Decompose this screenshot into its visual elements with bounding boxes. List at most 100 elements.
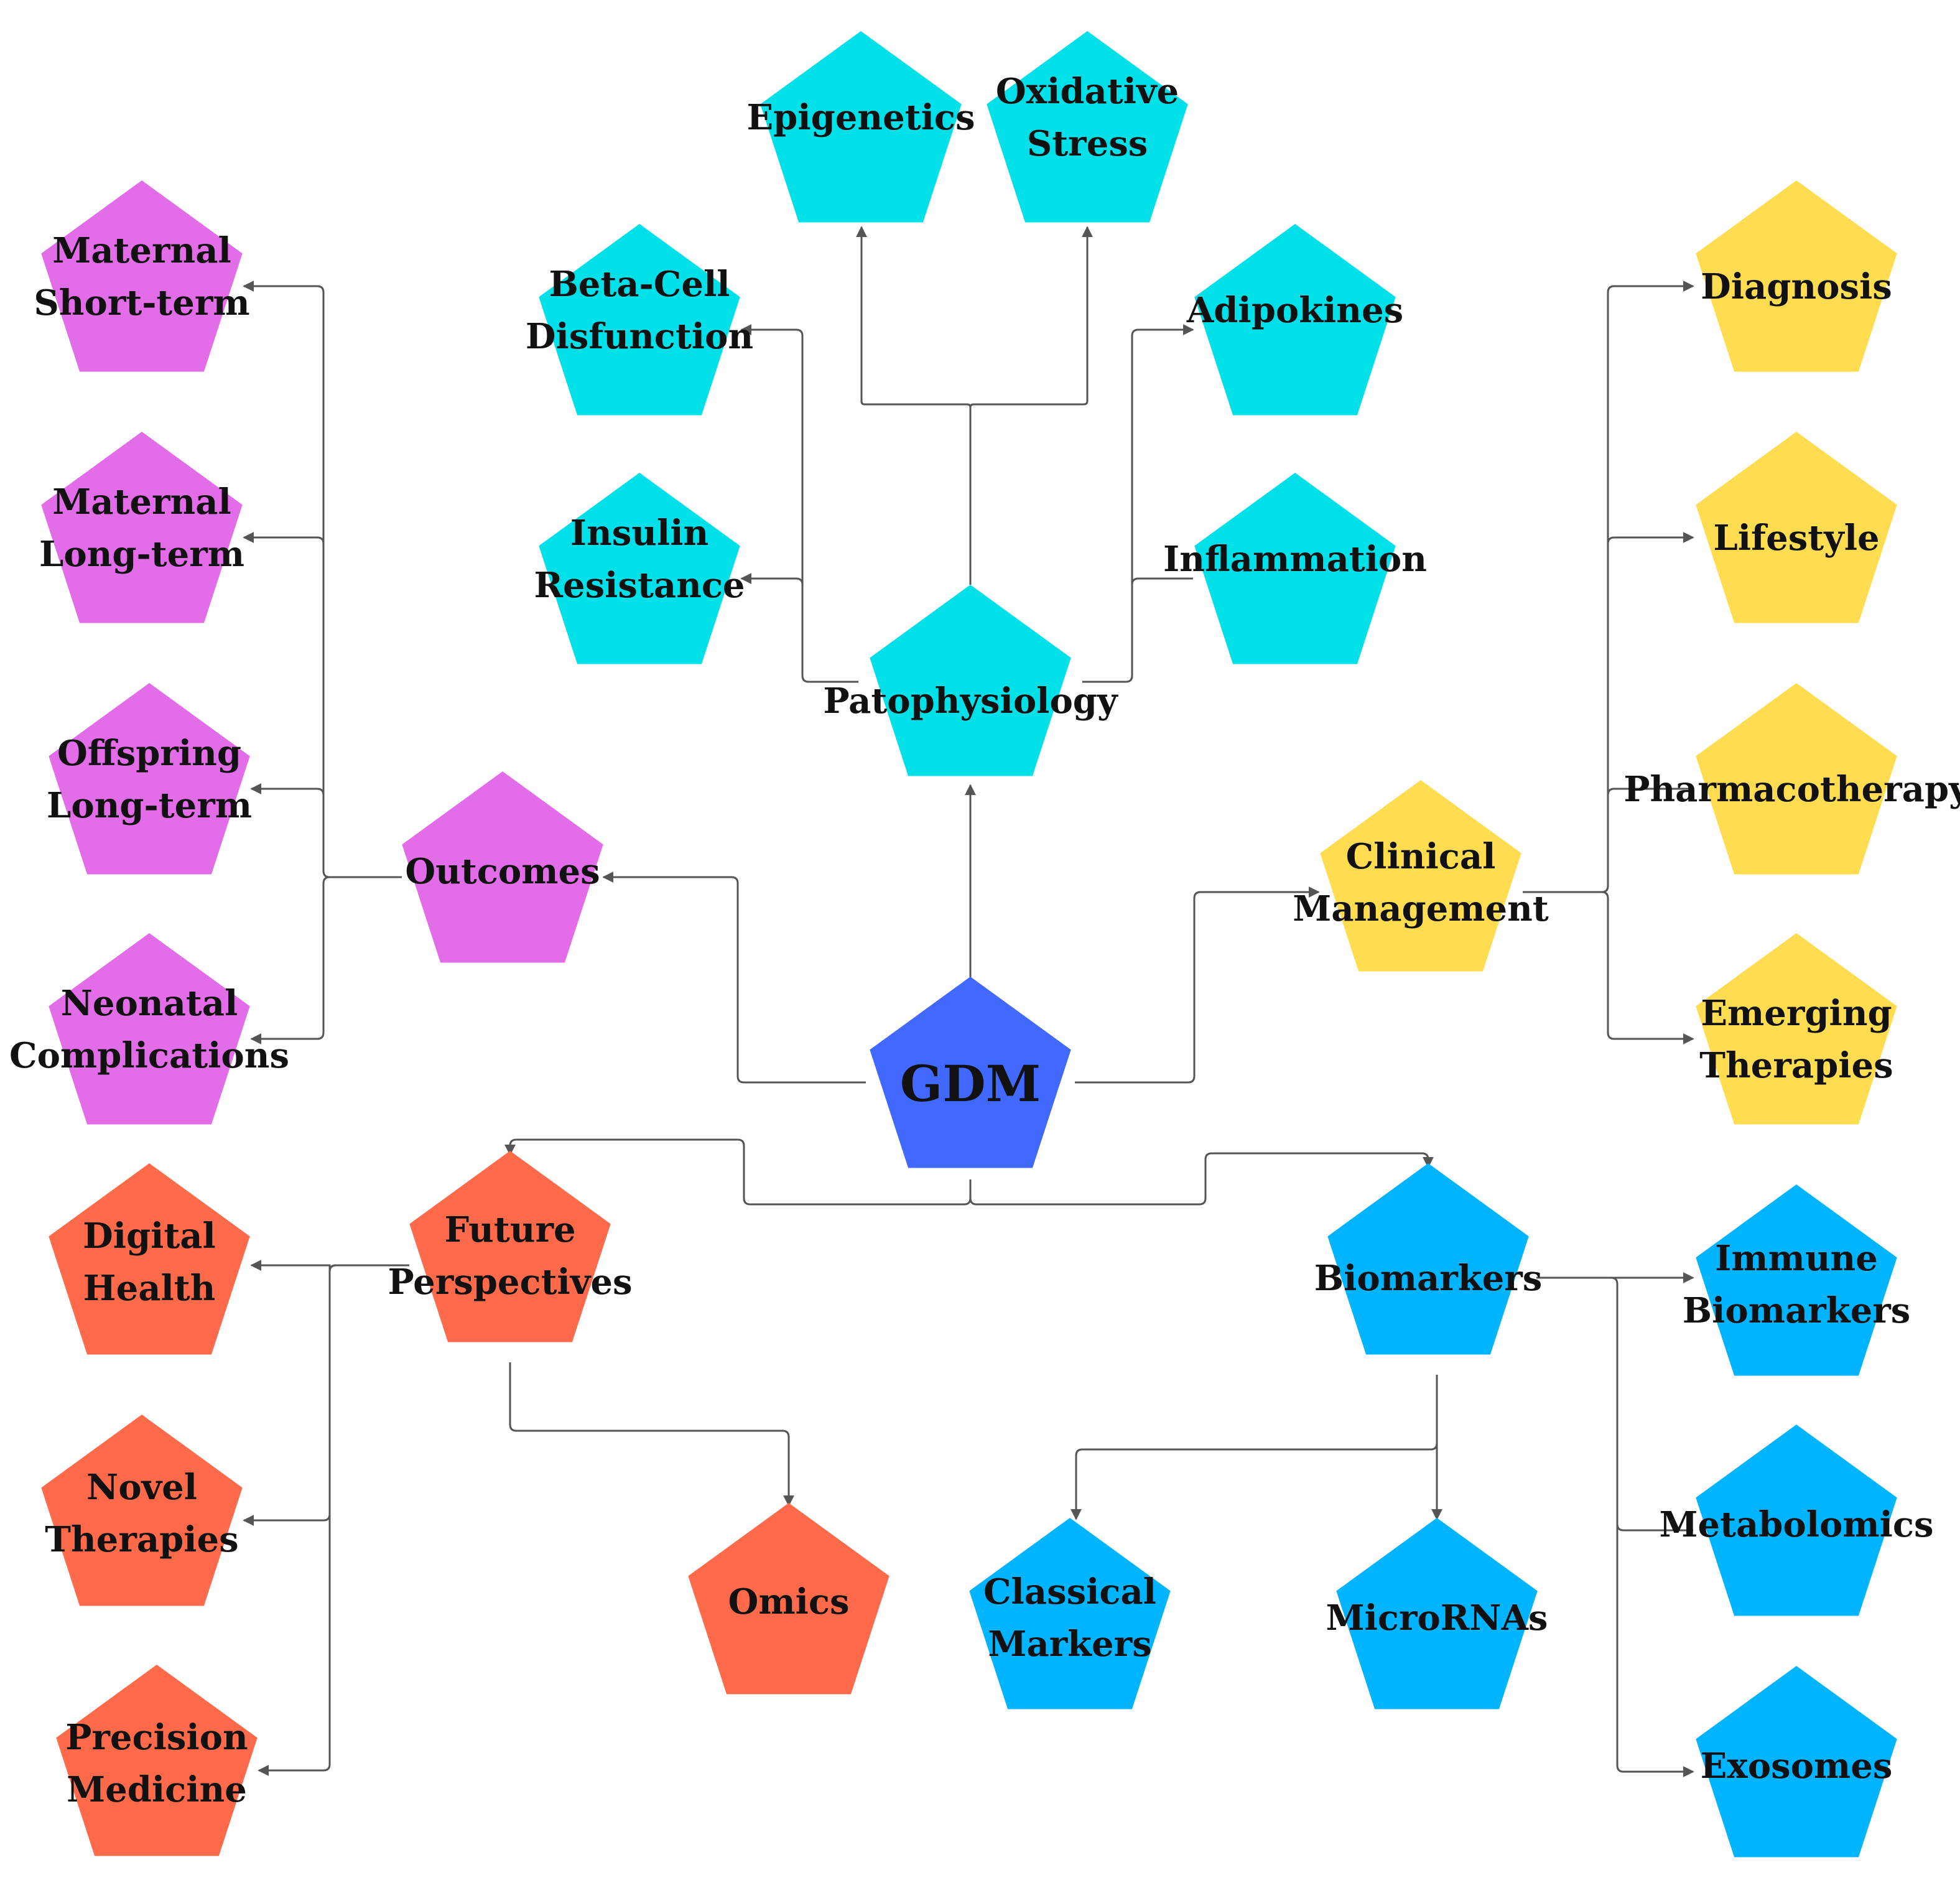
connector-clinical-emerging [1601,891,1694,1044]
connector-patho-epigenetics [856,226,972,585]
connector-clinical-pharmacotherapy [1607,788,1693,796]
classical-markers-pentagon [969,1518,1171,1709]
pharmacotherapy-pentagon [1696,683,1897,875]
connector-patho-inflammation [1131,577,1193,585]
connector-root-outcomes [602,872,866,1084]
offspring-long-term-pentagon [49,683,250,875]
omics-node: Omics [688,1503,889,1695]
pharmacotherapy-node: Pharmacotherapy [1623,683,1960,875]
outcomes-node: Outcomes [402,771,603,963]
neonatal-complications-pentagon [49,933,250,1125]
inflammation-node: Inflammation [1163,473,1427,664]
metabolomics-label: Metabolomics [1659,1504,1933,1545]
connector-patho-oxidative [969,226,1093,408]
connector-outcomes-maternal-long [243,532,325,544]
future-perspectives-pentagon [409,1151,611,1342]
diagnosis-pentagon [1696,180,1897,372]
adipokines-node: Adipokines [1186,224,1403,416]
connector-outcomes-offspring [250,783,325,796]
epigenetics-label: Epigenetics [746,97,975,138]
gdm-pentagon [870,977,1071,1168]
lifestyle-pentagon [1696,432,1897,623]
epigenetics-pentagon [760,31,962,223]
connector-root-clinical [1075,886,1320,1084]
adipokines-label: Adipokines [1186,290,1403,331]
maternal-short-term-pentagon [41,180,243,372]
patophysiology-pentagon [870,585,1071,776]
connector-outcomes-neonatal [250,876,330,1044]
micrornas-label: MicroRNAs [1326,1597,1548,1639]
connector-patho-betacell [740,324,858,683]
emerging-therapies-pentagon [1696,933,1897,1125]
precision-medicine-pentagon [56,1665,258,1856]
epigenetics-node: Epigenetics [746,31,975,223]
inflammation-pentagon [1194,473,1396,664]
exosomes-label: Exosomes [1701,1746,1893,1787]
maternal-long-term-pentagon [41,432,243,623]
oxidative-stress-pentagon [987,31,1188,223]
gdm-node: GDM [870,977,1071,1168]
omics-label: Omics [728,1581,850,1622]
connector-patho-insulin [740,573,804,676]
lifestyle-node: Lifestyle [1696,432,1897,623]
outcomes-label: Outcomes [405,851,600,892]
inflammation-label: Inflammation [1163,539,1427,580]
biomarkers-label: Biomarkers [1314,1258,1542,1299]
insulin-resistance-pentagon [539,473,740,664]
connector-bio-classical [1071,1375,1438,1520]
clinical-management-pentagon [1320,780,1521,972]
connector-future-precision [258,1514,331,1776]
connector-future-novel [243,1264,337,1526]
connector-patho-adipokines [1082,324,1194,683]
lifestyle-label: Lifestyle [1713,518,1879,559]
beta-cell-disfunction-pentagon [539,224,740,416]
connector-root-biomarkers [969,1152,1434,1206]
connector-bio-exosomes [1616,1524,1694,1777]
biomarkers-node: Biomarkers [1314,1163,1542,1355]
digital-health-pentagon [49,1163,250,1355]
novel-therapies-pentagon [41,1415,243,1606]
micrornas-node: MicroRNAs [1326,1518,1548,1709]
outcomes-pentagon [402,771,603,963]
diagnosis-label: Diagnosis [1701,266,1892,307]
micrornas-pentagon [1336,1518,1538,1709]
connector-future-omics [509,1362,794,1507]
connector-bio-metabolomics [1610,1276,1693,1532]
biomarkers-pentagon [1327,1163,1529,1355]
patophysiology-node: Patophysiology [824,585,1118,776]
metabolomics-node: Metabolomics [1659,1425,1934,1616]
pharmacotherapy-label: Pharmacotherapy [1623,769,1960,810]
connector-root-future [504,1138,972,1206]
patophysiology-label: Patophysiology [824,681,1118,722]
exosomes-pentagon [1696,1666,1897,1858]
